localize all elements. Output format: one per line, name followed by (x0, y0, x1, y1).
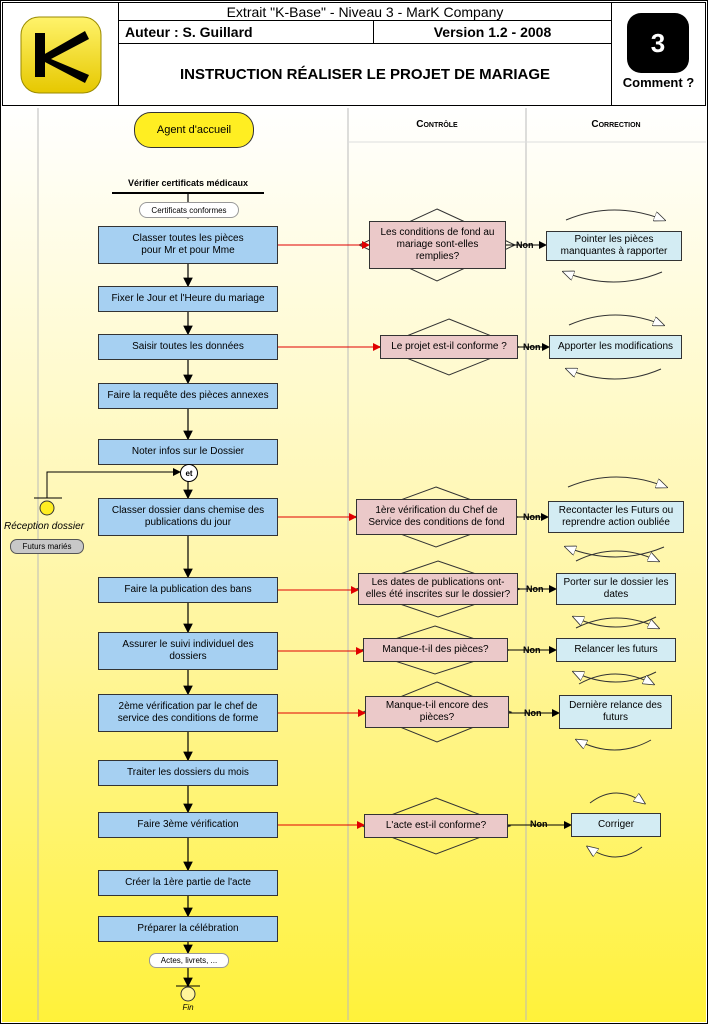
side-event-link (46, 468, 181, 498)
end-event-circle (180, 986, 196, 1002)
control-dates-publication[interactable]: Les dates de publications ont-elles été … (358, 573, 518, 605)
correction-apporter-modifications[interactable]: Apporter les modifications (549, 335, 682, 359)
step-traiter-dossiers[interactable]: Traiter les dossiers du mois (98, 760, 278, 786)
correction-lane-title: Correction (591, 119, 641, 130)
side-event-tag: Futurs mariés (10, 539, 84, 554)
non-label: Non (523, 512, 541, 522)
version-label: Version 1.2 - 2008 (373, 20, 612, 44)
loop-arrow-bottom (564, 272, 663, 283)
start-event-bar (112, 192, 264, 194)
control-1ere-verification[interactable]: 1ère vérification du Chef de Service des… (356, 499, 517, 535)
start-event-title: Vérifier certificats médicaux (127, 178, 249, 188)
start-event-note: Certificats conformes (139, 202, 239, 218)
correction-derniere-relance[interactable]: Dernière relance des futurs (559, 695, 672, 729)
step-creer-acte[interactable]: Créer la 1ère partie de l'acte (98, 870, 278, 896)
badge-cell: 3 Comment ? (611, 2, 706, 106)
side-event-circle (39, 500, 55, 516)
badge-caption: Comment ? (622, 75, 695, 90)
loop-arrow-bottom (567, 369, 662, 380)
loop-arrow-top (578, 673, 653, 684)
non-label: Non (526, 584, 544, 594)
loop-arrow-top (575, 617, 658, 628)
end-label: Fin (182, 1003, 194, 1012)
step-noter-infos[interactable]: Noter infos sur le Dossier (98, 439, 278, 465)
correction-porter-dates[interactable]: Porter sur le dossier les dates (556, 573, 676, 605)
loop-arrow-top (575, 550, 658, 561)
top-title: Extrait "K-Base" - Niveau 3 - MarK Compa… (118, 2, 612, 21)
control-conditions-fond[interactable]: Les conditions de fond au mariage sont-e… (369, 221, 506, 269)
step-saisir-donnees[interactable]: Saisir toutes les données (98, 334, 278, 360)
actor-lane-title: Agent d'accueil (134, 112, 254, 148)
step-classer-dossier[interactable]: Classer dossier dans chemise des publica… (98, 498, 278, 536)
non-label: Non (530, 819, 548, 829)
control-manque-pieces[interactable]: Manque-t-il des pièces? (363, 638, 508, 662)
non-label: Non (523, 645, 541, 655)
badge-number: 3 (650, 27, 666, 58)
control-manque-encore[interactable]: Manque-t-il encore des pièces? (365, 696, 509, 728)
end-note: Actes, livrets, ... (149, 953, 229, 968)
step-suivi-dossiers[interactable]: Assurer le suivi individuel des dossiers (98, 632, 278, 670)
control-lane-title: Contrôle (416, 119, 458, 130)
k-logo-icon (20, 16, 102, 94)
step-preparer-celebration[interactable]: Préparer la célébration (98, 916, 278, 942)
non-label: Non (516, 240, 534, 250)
non-label: Non (523, 342, 541, 352)
step-fixer-jour[interactable]: Fixer le Jour et l'Heure du mariage (98, 286, 278, 312)
loop-arrow-bottom (577, 740, 652, 751)
step-badge: 3 (627, 13, 689, 73)
loop-arrow-top (568, 314, 663, 325)
correction-corriger[interactable]: Corriger (571, 813, 661, 837)
side-event-title: Réception dossier (4, 521, 85, 532)
correction-recontacter-futurs[interactable]: Recontacter les Futurs ou reprendre acti… (548, 501, 684, 533)
loop-arrow-top (589, 792, 644, 803)
step-classer-pieces[interactable]: Classer toutes les pièces pour Mr et pou… (98, 226, 278, 264)
step-3eme-verification[interactable]: Faire 3ème vérification (98, 812, 278, 838)
join-connector: et (180, 464, 198, 482)
loop-arrow-bottom (566, 547, 665, 558)
correction-pointer-pieces[interactable]: Pointer les pièces manquantes à rapporte… (546, 231, 682, 261)
correction-relancer-futurs[interactable]: Relancer les futurs (556, 638, 676, 662)
step-publication-bans[interactable]: Faire la publication des bans (98, 577, 278, 603)
page-title: INSTRUCTION RÉALISER LE PROJET DE MARIAG… (118, 43, 612, 106)
control-projet-conforme[interactable]: Le projet est-il conforme ? (380, 335, 518, 359)
non-label: Non (524, 708, 542, 718)
loop-arrow-bottom (588, 847, 643, 858)
loop-arrow-top (565, 209, 664, 220)
control-acte-conforme[interactable]: L'acte est-il conforme? (364, 814, 508, 838)
logo-cell (2, 2, 119, 106)
step-requete-pieces[interactable]: Faire la requête des pièces annexes (98, 383, 278, 409)
step-2eme-verification[interactable]: 2ème vérification par le chef de service… (98, 694, 278, 732)
loop-arrow-top (567, 476, 666, 487)
